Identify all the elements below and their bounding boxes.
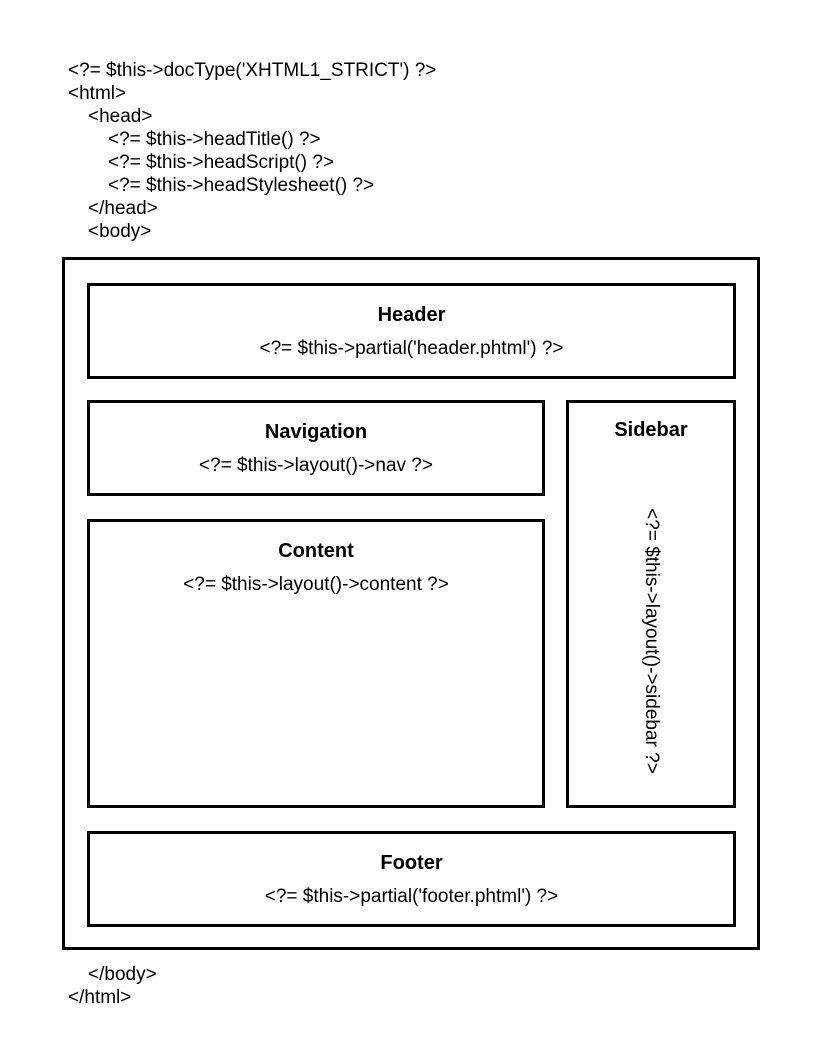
header-region-code: <?= $this->partial('header.phtml') ?> [259, 338, 564, 359]
code-line-head-stylesheet: <?= $this->headStylesheet() ?> [108, 175, 375, 196]
code-line-head-title: <?= $this->headTitle() ?> [108, 129, 321, 150]
code-line-html-open: <html> [68, 83, 127, 104]
code-line-body-open: <body> [88, 221, 152, 242]
content-region-code: <?= $this->layout()->content ?> [183, 574, 449, 595]
code-line-html-close: </html> [68, 987, 132, 1008]
footer-region-code: <?= $this->partial('footer.phtml') ?> [264, 886, 559, 907]
sidebar-region-code: <?= $this->layout()->sidebar ?> [641, 508, 662, 774]
code-line-head-open: <head> [88, 106, 153, 127]
footer-region-box: Footer <?= $this->partial('footer.phtml'… [87, 831, 736, 927]
content-region-box: Content <?= $this->layout()->content ?> [87, 519, 545, 808]
header-region-title: Header [377, 304, 446, 326]
navigation-region-box: Navigation <?= $this->layout()->nav ?> [87, 400, 545, 496]
code-line-body-close: </body> [88, 964, 157, 985]
sidebar-region-title: Sidebar [614, 419, 688, 441]
header-region-box: Header <?= $this->partial('header.phtml'… [87, 283, 736, 379]
navigation-region-title: Navigation [264, 421, 368, 443]
content-region-title: Content [278, 540, 354, 562]
code-line-head-close: </head> [88, 198, 158, 219]
sidebar-region-box: Sidebar <?= $this->layout()->sidebar ?> [566, 400, 736, 808]
code-line-head-script: <?= $this->headScript() ?> [108, 152, 335, 173]
navigation-region-code: <?= $this->layout()->nav ?> [199, 455, 433, 476]
code-line-doctype: <?= $this->docType('XHTML1_STRICT') ?> [68, 60, 437, 81]
footer-region-title: Footer [380, 852, 443, 874]
